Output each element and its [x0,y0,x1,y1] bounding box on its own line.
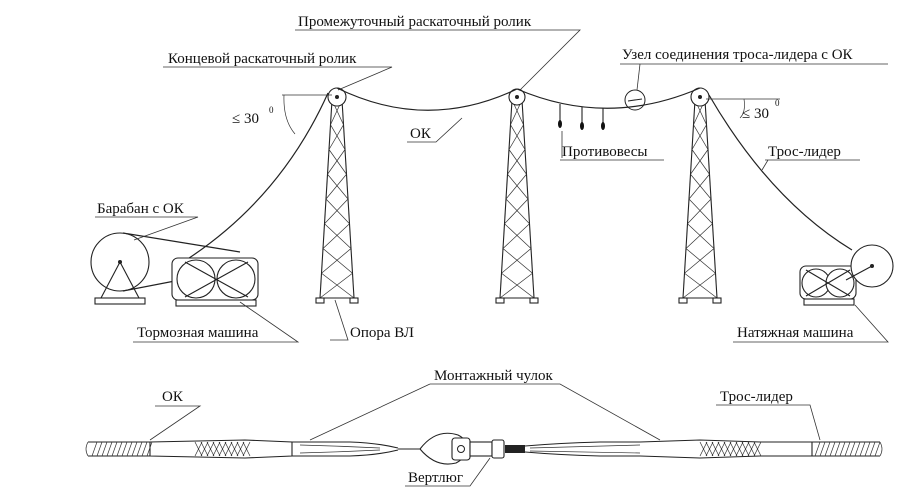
tower-right [678,99,722,304]
leader-rope-right [708,94,853,251]
label-angle-left-degree: 0 [269,105,274,115]
label-drum: Барабан с ОК [97,201,185,217]
label-swivel: Вертлюг [408,470,463,486]
drum-with-ok [90,232,241,305]
label-leader-joint: Узел соединения троса-лидера с ОК [622,47,854,63]
angle-mark-right [706,98,780,119]
stocking-mesh-left [149,439,293,459]
ok-cable-span-1 [336,87,518,111]
label-brake-machine: Тормозная машина [137,325,259,341]
label-ok-top: ОК [410,126,432,142]
ok-cable-left [182,92,329,263]
counterweights [558,104,605,130]
tower-left [315,99,359,304]
label-intermediate-roller: Промежуточный раскаточный ролик [298,14,532,30]
label-angle-right-degree: 0 [775,98,780,108]
stocking-mesh-right [639,439,813,459]
mounting-stocking-assembly [85,432,883,465]
label-mounting-stocking: Монтажный чулок [434,368,554,384]
leader-joint-marker [624,89,646,111]
tension-machine [799,244,894,306]
label-leader-rope-bottom: Трос-лидер [720,389,793,405]
angle-mark-left [282,94,332,135]
label-angle-left: ≤ 30 [232,111,259,127]
label-counterweights: Противовесы [562,144,647,160]
tower-middle [495,99,539,304]
label-tension-machine: Натяжная машина [737,325,854,341]
brake-machine [171,257,259,307]
label-ok-bottom: ОК [162,389,184,405]
label-tower: Опора ВЛ [350,325,414,341]
label-end-roller: Концевой раскаточный ролик [168,51,357,67]
label-angle-right: ≤ 30 [742,106,769,122]
ok-cable-span-2 [516,87,701,109]
label-leader-rope-top: Трос-лидер [768,144,841,160]
